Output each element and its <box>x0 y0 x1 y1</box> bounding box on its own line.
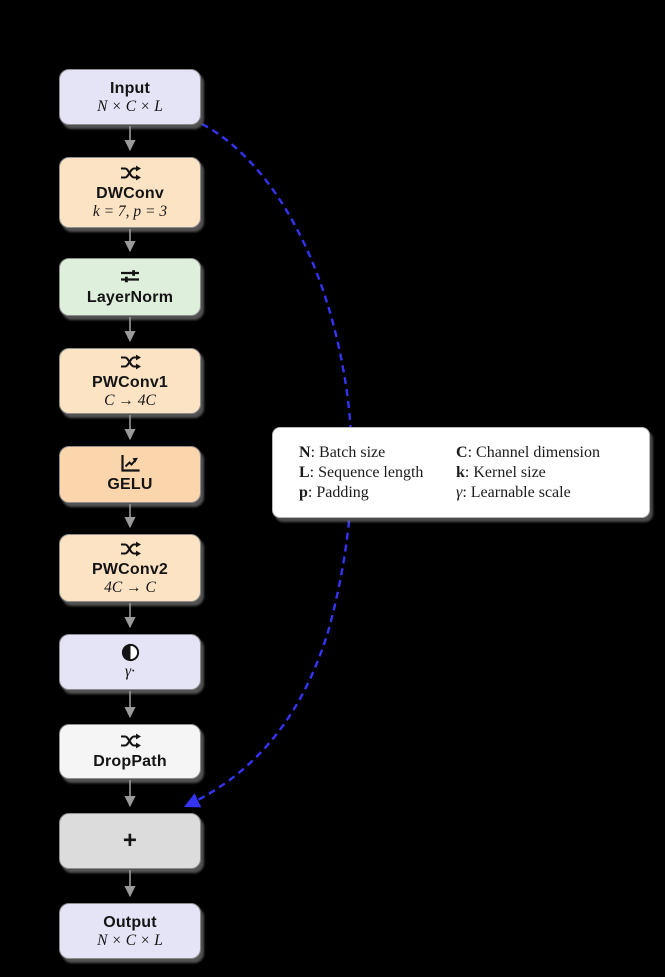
legend-symbol: C <box>456 443 468 461</box>
shuffle-icon <box>120 732 141 750</box>
node-subtitle: N × C × L <box>97 931 163 949</box>
legend-separator: : <box>462 483 471 501</box>
node-dwconv: DWConv k = 7, p = 3 <box>59 157 201 228</box>
legend-description: Channel dimension <box>476 443 600 461</box>
legend-symbol: N <box>299 443 311 461</box>
node-subtitle: N × C × L <box>97 97 163 115</box>
legend-separator: : <box>467 443 477 461</box>
node-subtitle: k = 7, p = 3 <box>92 203 168 220</box>
shuffle-icon <box>120 353 141 371</box>
node-title: Output <box>103 913 157 931</box>
legend-description: Kernel size <box>473 463 546 481</box>
shuffle-icon <box>120 164 141 182</box>
legend-symbol: L <box>299 463 310 481</box>
legend-item: C: Channel dimension <box>456 443 600 463</box>
node-title: GELU <box>107 476 153 493</box>
legend-separator: : <box>310 443 320 461</box>
node-input: Input N × C × L <box>59 69 201 125</box>
legend-symbol: p <box>299 483 308 501</box>
half-circle-contrast-icon <box>121 643 140 661</box>
node-title: LayerNorm <box>86 288 174 306</box>
legend-item: γ: Learnable scale <box>456 483 600 503</box>
legend-column-left: N: Batch size L: Sequence length p: Padd… <box>299 443 456 503</box>
node-subtitle: C → 4C <box>104 391 156 409</box>
legend-separator: : <box>307 483 317 501</box>
legend-description: Batch size <box>319 443 386 461</box>
node-output: Output N × C × L <box>59 903 201 959</box>
legend-separator: : <box>464 463 474 481</box>
legend-item: N: Batch size <box>299 443 456 463</box>
legend-panel: N: Batch size L: Sequence length p: Padd… <box>272 427 650 518</box>
node-scale-gamma: γ· <box>59 634 201 690</box>
node-pwconv1: PWConv1 C → 4C <box>59 348 201 414</box>
node-title: PWConv1 <box>91 373 169 391</box>
shuffle-icon <box>120 540 141 558</box>
node-subtitle: γ· <box>125 663 135 680</box>
node-pwconv2: PWConv2 4C → C <box>59 534 201 602</box>
sliders-icon <box>120 268 140 286</box>
legend-description: Learnable scale <box>470 483 571 501</box>
legend-symbol: γ <box>456 483 463 501</box>
node-title: DropPath <box>93 753 167 770</box>
legend-description: Padding <box>316 483 369 501</box>
legend-symbol: k <box>456 463 465 481</box>
node-droppath: DropPath <box>59 724 201 779</box>
legend-column-right: C: Channel dimension k: Kernel size γ: L… <box>456 443 600 503</box>
node-layernorm: LayerNorm <box>59 258 201 316</box>
node-title: Input <box>109 79 151 97</box>
node-subtitle: 4C → C <box>104 578 156 596</box>
node-title: DWConv <box>96 185 164 202</box>
plus-icon: + <box>122 827 138 854</box>
legend-separator: : <box>309 463 319 481</box>
node-residual-add: + <box>59 813 201 869</box>
legend-item: L: Sequence length <box>299 463 456 483</box>
legend-description: Sequence length <box>318 463 424 481</box>
chart-line-icon <box>120 455 140 473</box>
legend-item: p: Padding <box>299 483 456 503</box>
legend-item: k: Kernel size <box>456 463 600 483</box>
node-title: PWConv2 <box>91 560 169 578</box>
node-gelu: GELU <box>59 446 201 503</box>
